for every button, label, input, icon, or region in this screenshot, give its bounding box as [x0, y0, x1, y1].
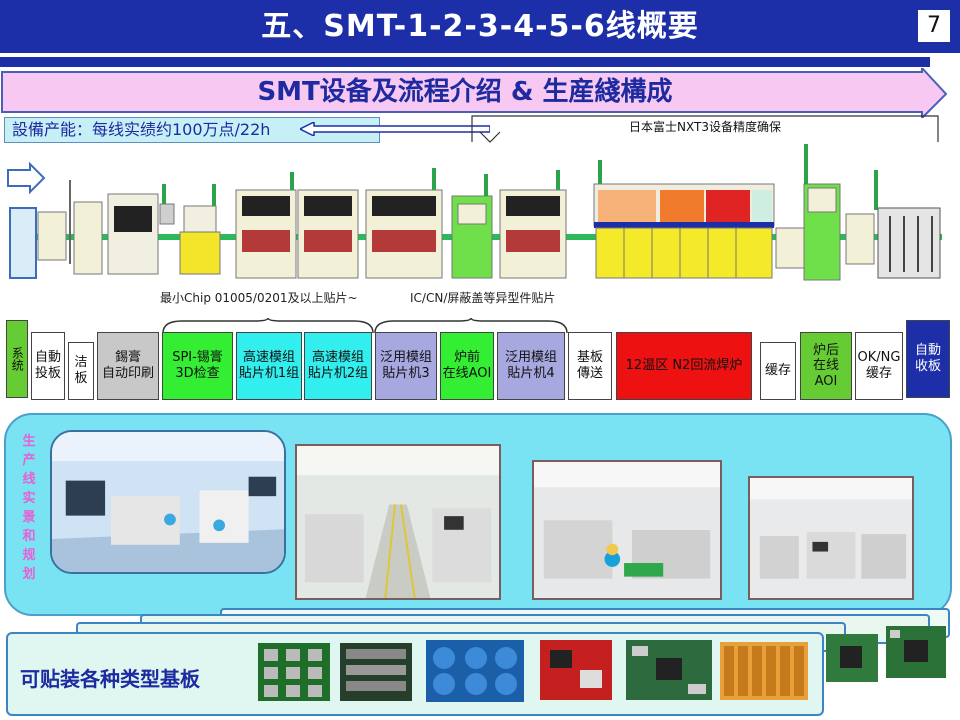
process-step-label: 高速模组 貼片机2组 — [307, 350, 369, 381]
pcb-sample-4 — [540, 640, 612, 700]
page-number: 7 — [916, 8, 952, 44]
photos-label: 生产线实景和规划 — [22, 434, 36, 582]
factory-photo-1 — [50, 430, 286, 574]
brace-chip-group — [162, 318, 374, 334]
process-step-system: 系统 — [6, 320, 28, 398]
pcb-sample-3 — [426, 640, 524, 702]
process-step-label: 高速模组 貼片机1组 — [238, 350, 300, 381]
pcb-sample-1 — [258, 643, 330, 701]
process-step-label: 泛用模组 貼片机4 — [504, 350, 557, 381]
capacity-text: 設備产能：每线实绩约100万点/22h — [12, 120, 271, 139]
process-step-label: OK/NG 缓存 — [857, 350, 901, 381]
process-step-mounter-1: 高速模组 貼片机1组 — [236, 332, 302, 400]
pcb-sample-5 — [626, 640, 712, 700]
boards-label: 可贴装各种类型基板 — [20, 667, 200, 691]
process-step-conveyor: 基板 傳送 — [568, 332, 612, 400]
banner-title: SMT设备及流程介绍 & 生産綫構成 — [257, 77, 673, 107]
process-step-label: 系统 — [10, 347, 25, 371]
process-step-cleaner: 洁 板 — [68, 342, 94, 400]
process-step-label: 洁 板 — [74, 355, 88, 386]
process-step-label: SPI-锡膏 3D检查 — [172, 350, 223, 381]
process-step-post-aoi: 炉后 在线AOI — [800, 332, 852, 400]
capacity-arrow — [300, 122, 490, 136]
nxt-bracket — [471, 115, 939, 143]
process-step-label: 錫膏 自动印刷 — [101, 350, 154, 381]
process-step-loader: 自動 投板 — [31, 332, 65, 400]
process-step-reflow-oven: 12温区 N2回流焊炉 — [616, 332, 752, 400]
process-step-printer: 錫膏 自动印刷 — [97, 332, 159, 400]
ic-caption: IC/CN/屏蔽盖等异型件贴片 — [410, 291, 556, 305]
process-step-label: 炉后 在线AOI — [812, 342, 839, 389]
process-step-buffer: 缓存 — [760, 342, 796, 400]
process-step-pre-aoi: 炉前 在线AOI — [440, 332, 494, 400]
pcb-sample-6 — [720, 642, 808, 700]
title-stripe — [0, 57, 930, 67]
nxt-note: 日本富士NXT3设备精度确保 — [629, 120, 781, 134]
process-step-ok-ng-buffer: OK/NG 缓存 — [855, 332, 903, 400]
process-step-label: 12温区 N2回流焊炉 — [625, 358, 743, 374]
process-step-label: 炉前 在线AOI — [442, 350, 492, 381]
brace-ic-group — [374, 318, 568, 334]
pcb-sample-7 — [826, 634, 878, 682]
process-step-label: 自動 收板 — [914, 343, 941, 374]
process-step-label: 缓存 — [764, 363, 791, 379]
process-step-mounter-3: 泛用模组 貼片机3 — [375, 332, 437, 400]
title-bar — [0, 0, 960, 53]
chip-caption: 最小Chip 01005/0201及以上贴片~ — [160, 291, 358, 305]
pcb-sample-8 — [886, 626, 946, 678]
pcb-sample-2 — [340, 643, 412, 701]
factory-photo-4 — [748, 476, 914, 600]
process-step-mounter-4: 泛用模组 貼片机4 — [497, 332, 565, 400]
factory-photo-2 — [295, 444, 501, 600]
process-step-label: 自動 投板 — [34, 350, 61, 381]
process-step-label: 基板 傳送 — [576, 350, 603, 381]
factory-photo-3 — [532, 460, 722, 600]
smt-line-illustration — [7, 144, 942, 281]
process-step-mounter-2: 高速模组 貼片机2组 — [304, 332, 372, 400]
process-flow: 系统 自動 投板 洁 板 錫膏 自动印刷 SPI-锡膏 3D检查 高速模组 貼片… — [0, 316, 960, 404]
slide-title: 五、SMT-1-2-3-4-5-6线概要 — [261, 9, 699, 44]
banner-arrow — [1, 68, 948, 118]
process-step-unloader: 自動 收板 — [906, 320, 950, 398]
process-step-spi: SPI-锡膏 3D检查 — [162, 332, 233, 400]
process-step-label: 泛用模组 貼片机3 — [379, 350, 432, 381]
